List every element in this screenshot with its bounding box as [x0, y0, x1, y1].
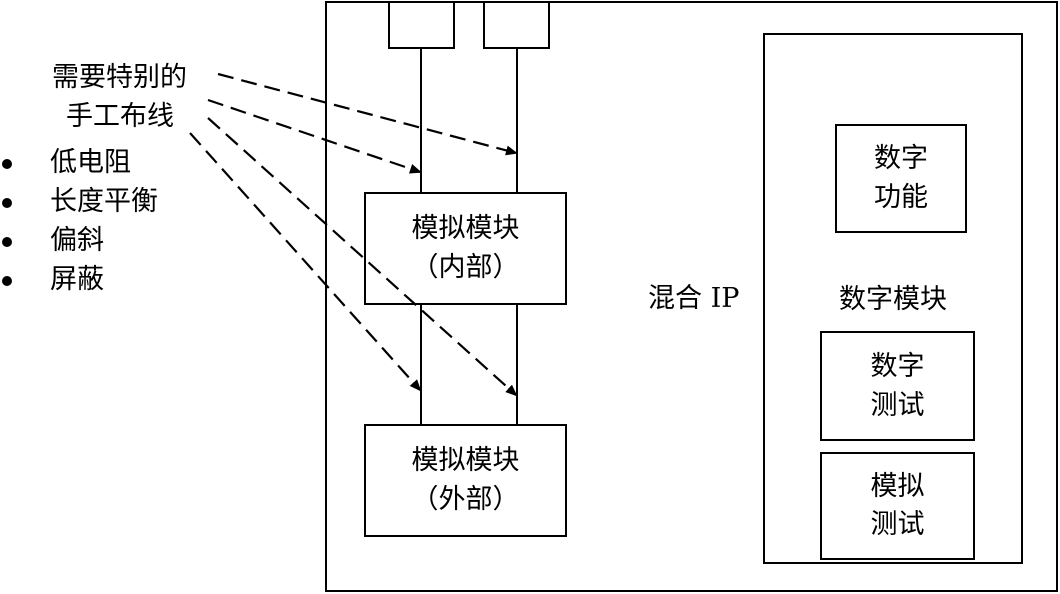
digital-function-box — [835, 124, 967, 233]
pad-right — [483, 1, 550, 49]
digital-block-label: 数字模块 — [839, 284, 947, 315]
digital-test-line-2: 测试 — [870, 390, 925, 421]
analog-test-line-2: 测试 — [870, 509, 925, 540]
bullet-label: 偏斜 — [50, 225, 104, 256]
note-line-2: 手工布线 — [66, 101, 174, 132]
digital-test-box — [820, 331, 975, 441]
bullet-icon — [2, 237, 12, 247]
analog-test-line-1: 模拟 — [870, 471, 925, 502]
bullet-icon — [2, 276, 12, 286]
digital-function-line-1: 数字 — [874, 143, 928, 174]
mixed-ip-label: 混合 IP — [648, 283, 740, 314]
analog-internal-title: 模拟模块 — [411, 213, 520, 244]
arrow-to-left-wire-top — [207, 98, 422, 174]
analog-internal-subtitle: （内部） — [411, 252, 520, 283]
bullet-icon — [2, 198, 12, 208]
arrow-to-right-wire-top — [217, 72, 518, 156]
arrow-to-right-wire-bottom — [207, 117, 518, 397]
arrow-to-left-wire-bottom — [189, 132, 422, 392]
bullet-label: 长度平衡 — [50, 186, 158, 217]
analog-external-subtitle: （外部） — [411, 484, 520, 515]
analog-test-box — [820, 452, 975, 560]
analog-internal-box — [364, 192, 567, 305]
bullet-icon — [2, 159, 12, 169]
digital-test-line-1: 数字 — [870, 351, 925, 382]
analog-external-title: 模拟模块 — [411, 445, 520, 476]
digital-block-box — [763, 33, 1023, 564]
digital-function-line-2: 功能 — [874, 182, 928, 213]
note-line-1: 需要特别的 — [52, 62, 187, 93]
bullet-label: 低电阻 — [50, 147, 131, 178]
mixed-ip-box — [325, 1, 1058, 592]
bullet-label: 屏蔽 — [50, 264, 104, 295]
pad-left — [388, 1, 455, 49]
analog-external-box — [364, 424, 567, 537]
